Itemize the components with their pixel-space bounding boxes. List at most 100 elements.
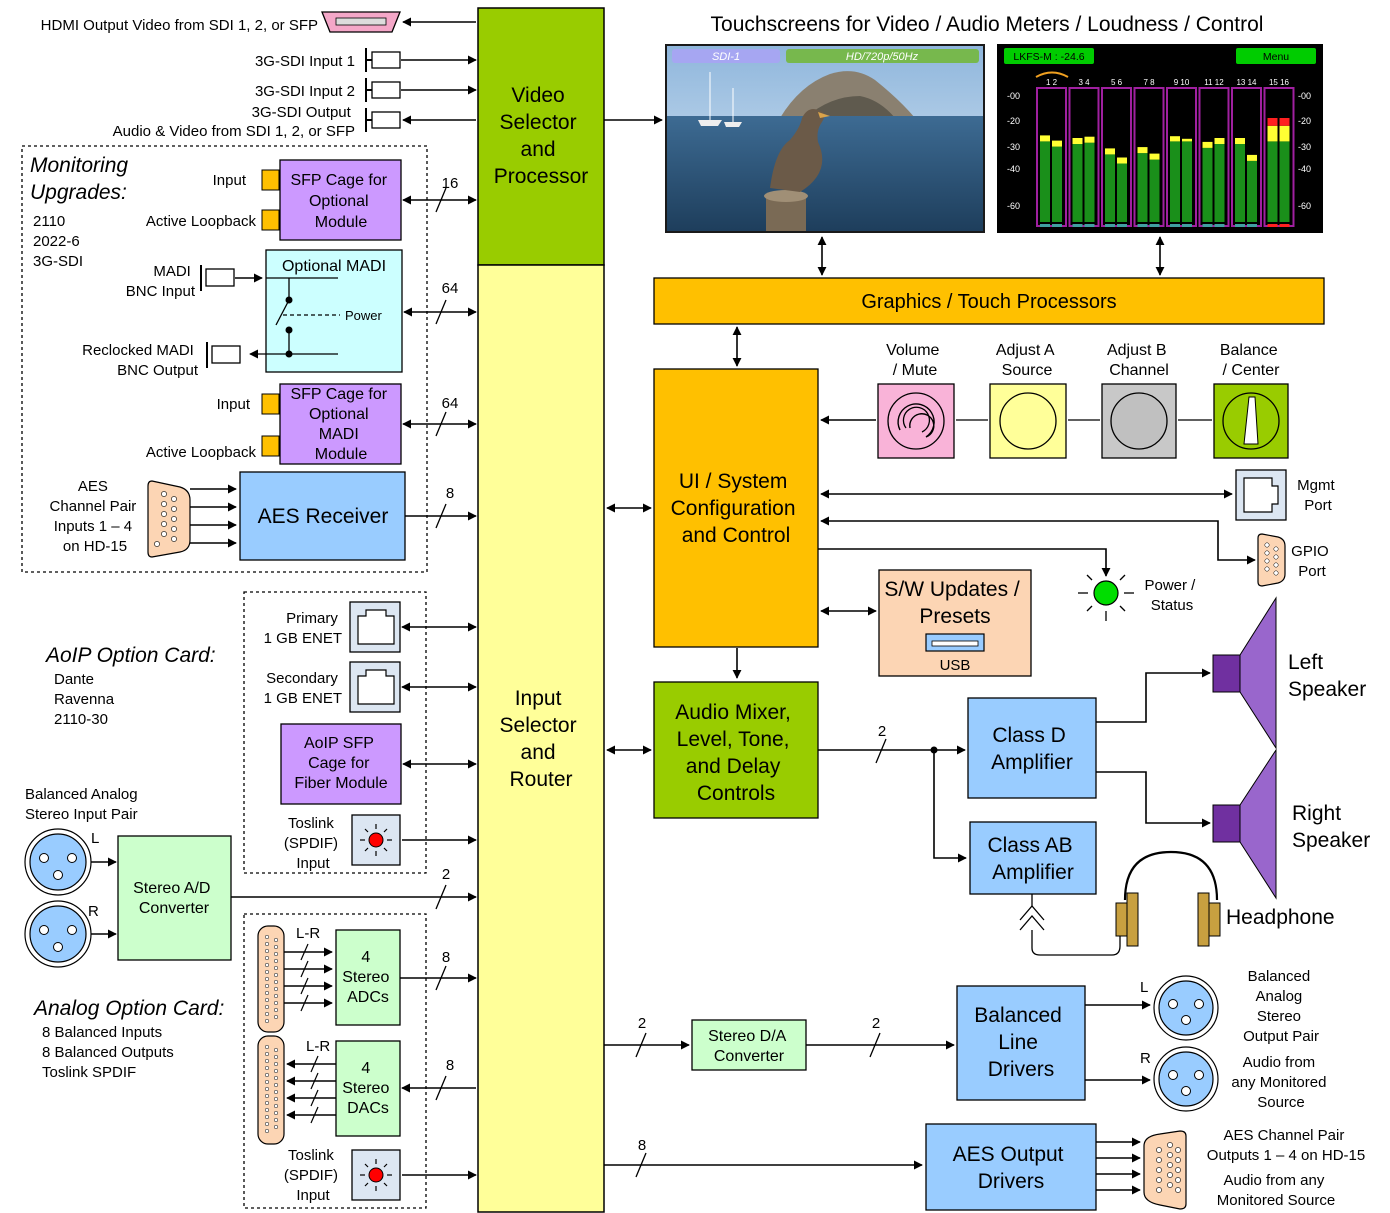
stereo-ad-bus-count: 2	[442, 866, 450, 883]
meter-channel-frame	[1198, 87, 1230, 227]
sfp2-cage-block	[279, 383, 402, 465]
madi-out-label: Reclocked MADI BNC Output	[82, 342, 199, 379]
sfp1-label: SFP Cage for Optional Module	[290, 172, 391, 231]
xlr-connector-icon	[24, 900, 92, 968]
meter-bar-peak	[1040, 135, 1050, 142]
sfp-port-icon	[261, 435, 280, 457]
hd15-output-connector-icon	[1143, 1130, 1187, 1210]
meter-bar-peak	[1072, 138, 1083, 144]
knob-b-label: Adjust B Channel	[1107, 342, 1171, 379]
left-speaker-icon	[1212, 596, 1277, 750]
meter-bar-yellow	[1267, 125, 1278, 142]
aoip-items: Dante Ravenna 2110-30	[54, 671, 118, 728]
balanced-line-drivers-block	[956, 985, 1086, 1101]
monitoring-title: Monitoring Upgrades:	[30, 154, 134, 204]
analog-toslink-label: Toslink (SPDIF) Input	[284, 1147, 342, 1204]
hd15-connector-icon	[147, 480, 191, 558]
aes-receiver-block	[239, 471, 406, 561]
headphone-label: Headphone	[1226, 906, 1335, 929]
meter-channel-label: 1 2	[1046, 78, 1058, 87]
knob-volume[interactable]: Volume / Mute	[877, 342, 955, 459]
bnc-icon	[205, 268, 235, 287]
meter-scale-r2: -30	[1298, 142, 1311, 152]
meter-channel-frame	[1036, 87, 1067, 227]
right-speaker-label: Right Speaker	[1292, 802, 1370, 852]
meter-channel-label: 9 10	[1174, 78, 1190, 87]
meter-bar-green	[1084, 142, 1095, 222]
graphics-touch-processor-block	[653, 277, 1325, 325]
db25-connector-icon	[257, 1035, 285, 1145]
ethernet-port-icon	[1235, 469, 1287, 521]
meter-scale-r4: -60	[1298, 201, 1311, 211]
video-touchscreen[interactable]: SDI-1 HD/720p/50Hz	[665, 44, 985, 233]
meter-bar-base	[1052, 224, 1062, 227]
meter-bar-base	[1235, 224, 1245, 227]
knob-balance[interactable]: Balance / Center	[1213, 342, 1289, 459]
sfp1-cage-block	[279, 159, 402, 241]
aoip-sfp-block	[280, 723, 402, 805]
line-drivers-label: Balanced Line Drivers	[974, 1004, 1067, 1081]
class-d-amp-block	[967, 697, 1097, 799]
balanced-out-source: Audio from any Monitored Source	[1231, 1054, 1330, 1111]
meter-bar-peak	[1214, 138, 1225, 144]
meter-bar-peak	[1235, 138, 1245, 144]
meter-bar-green	[1072, 144, 1083, 222]
sfp-port-icon	[261, 209, 280, 231]
adc-bus-count: 8	[442, 949, 450, 966]
meter-channel-label: 3 4	[1078, 78, 1090, 87]
meter-bar-green	[1279, 141, 1290, 222]
usb-port-icon[interactable]	[925, 633, 985, 652]
xlr-output-connector-icon	[1153, 1046, 1219, 1112]
lkfs-readout: LKFS-M : -24.6	[1013, 51, 1084, 63]
primary-enet-label: Primary 1 GB ENET	[264, 610, 342, 647]
madi-bus-count: 64	[442, 280, 459, 297]
meter-bar-green	[1117, 163, 1127, 222]
meter-bar-red	[1279, 118, 1290, 126]
meter-bar-peak	[1117, 157, 1127, 164]
meter-bar-peak	[1105, 148, 1115, 155]
sw-updates-block	[878, 569, 1032, 677]
sdi-output-label: 3G-SDI Output Audio & Video from SDI 1, …	[113, 104, 355, 140]
meter-bar-green	[1202, 147, 1213, 222]
video-proc-label: Video Selector and Processor	[494, 84, 589, 188]
sfp2-input-label: Input	[217, 396, 251, 413]
meter-bar-green	[1052, 146, 1062, 222]
meter-scale-l3: -40	[1007, 164, 1020, 174]
meter-bar-green	[1214, 144, 1225, 222]
adc-lr-label: L-R	[296, 925, 320, 942]
sfp1-input-label: Input	[213, 172, 247, 189]
meter-channel-label: 15 16	[1269, 78, 1290, 87]
sfp-port-icon	[261, 169, 280, 191]
meter-bar-green	[1137, 153, 1148, 222]
meter-bar-green	[1149, 159, 1160, 222]
knob-adjust-b[interactable]: Adjust B Channel	[1101, 342, 1177, 459]
meter-channel-label: 11 12	[1204, 78, 1224, 87]
aoip-card-box	[243, 591, 427, 874]
meter-scale-l0: -00	[1007, 91, 1020, 101]
bnc-icon	[371, 51, 401, 69]
knob-adjust-a[interactable]: Adjust A Source	[989, 342, 1067, 459]
meter-bar-base	[1117, 224, 1127, 227]
menu-button-label: Menu	[1263, 51, 1289, 63]
meter-scale-l1: -20	[1007, 116, 1020, 126]
aoip-sfp-label: AoIP SFP Cage for Fiber Module	[294, 735, 387, 792]
sfp2-loop-label: Active Loopback	[146, 444, 257, 461]
meter-bar-peak	[1149, 153, 1160, 160]
meter-bar-green	[1235, 144, 1245, 222]
aes-out-bus-count: 8	[638, 1137, 646, 1154]
xlr-r-label: R	[88, 903, 99, 920]
router-label: Input Selector and Router	[500, 687, 583, 791]
aes-input-label: AES Channel Pair Inputs 1 – 4 on HD-15	[50, 478, 141, 555]
xlr-output-connector-icon	[1153, 975, 1219, 1041]
gpio-db9-icon	[1257, 533, 1286, 587]
meter-channel-label: 7 8	[1143, 78, 1155, 87]
power-status-led-icon	[1078, 574, 1134, 621]
analog-in-label: Balanced Analog Stereo Input Pair	[25, 786, 142, 823]
meter-scale-r0: -00	[1298, 91, 1311, 101]
meter-bar-red	[1267, 118, 1278, 126]
xlr-connector-icon	[24, 828, 92, 896]
analog-card-title: Analog Option Card:	[32, 997, 224, 1020]
meter-channel-frame	[1231, 87, 1262, 227]
ui-system-label: UI / System Configuration and Control	[671, 470, 802, 547]
